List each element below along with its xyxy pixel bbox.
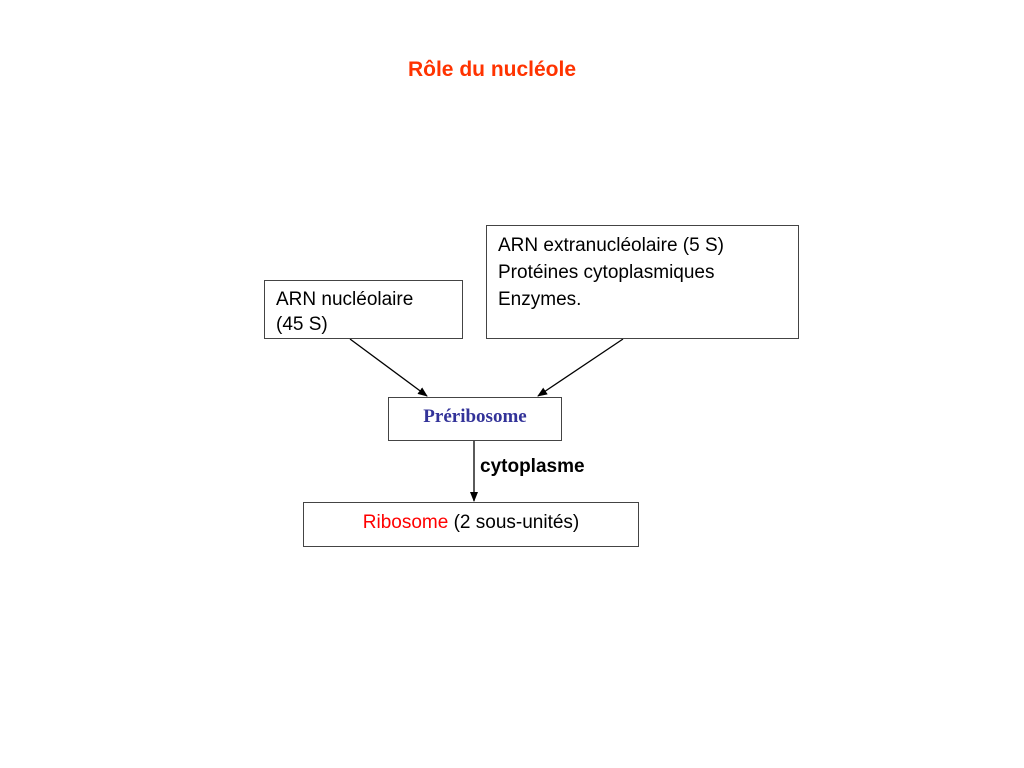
cytoplasm-label: cytoplasme: [480, 456, 585, 477]
nucleolar-rna-line-2: (45 S): [276, 314, 328, 335]
extranucleolar-line-2: Protéines cytoplasmiques: [498, 262, 715, 283]
ribosome-name: Ribosome: [362, 512, 454, 533]
ribosome-detail: (2 sous-unités): [453, 512, 580, 533]
preribosome-box: Préribosome: [388, 397, 562, 441]
extranucleolar-line-1: ARN extranucléolaire (5 S): [498, 235, 724, 256]
page-title: Rôle du nucléole: [407, 58, 577, 81]
ribosome-box: Ribosome (2 sous-unités): [303, 502, 639, 547]
preribosome-label: Préribosome: [423, 406, 527, 427]
extranucleolar-line-3: Enzymes.: [498, 289, 582, 310]
arrow-nucleolar-to-preribosome: [349, 338, 428, 397]
nucleolar-rna-box: ARN nucléolaire (45 S): [264, 280, 463, 339]
extranucleolar-box: ARN extranucléolaire (5 S) Protéines cyt…: [486, 225, 799, 339]
arrow-extranucleolar-to-preribosome: [537, 338, 624, 397]
nucleolar-rna-line-1: ARN nucléolaire: [276, 289, 414, 310]
